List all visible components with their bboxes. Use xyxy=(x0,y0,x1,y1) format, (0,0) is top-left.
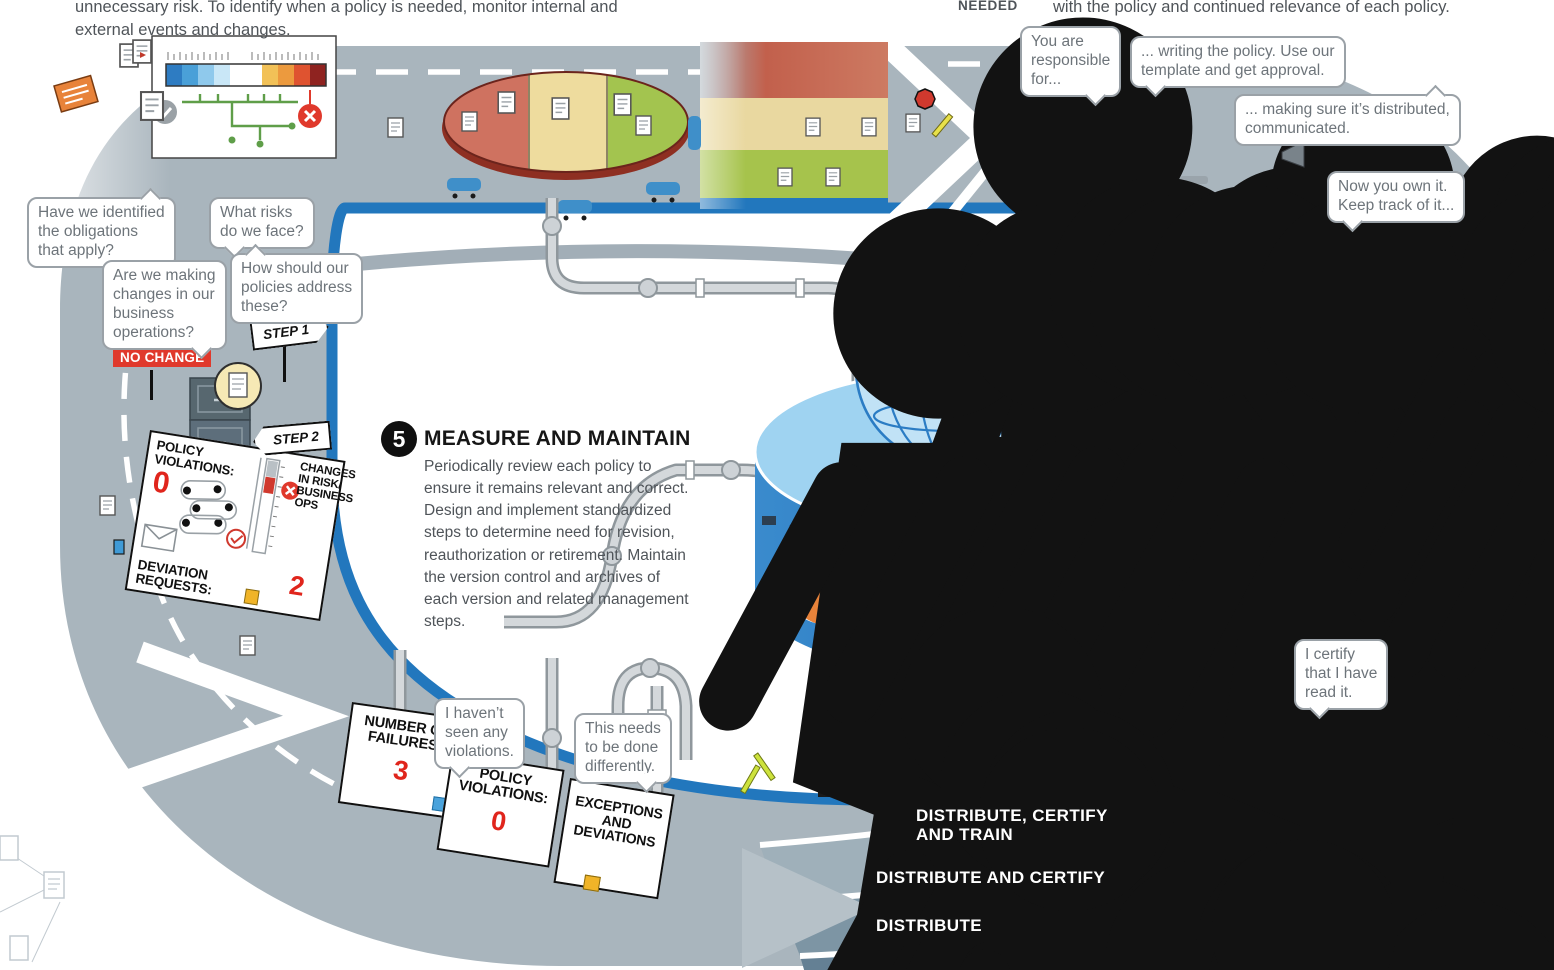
speech-bubble-distributed: ... making sure it’s distributed, commun… xyxy=(1234,94,1461,146)
speech-bubble-writing: ... writing the policy. Use our template… xyxy=(1130,36,1346,88)
speech-bubble-own-it: Now you own it. Keep track of it... xyxy=(1327,171,1466,223)
stop-sign-icon xyxy=(914,88,936,110)
changes-in-risk-label: CHANGES IN RISK/ BUSINESS OPS xyxy=(293,461,357,512)
heatmap-whiteboard xyxy=(139,35,337,159)
timeline-branch-icon xyxy=(182,94,298,140)
document-icon xyxy=(139,91,165,121)
intro-text-left: unnecessary risk. To identify when a pol… xyxy=(75,0,618,39)
intro-text-right: with the policy and continued relevance … xyxy=(1053,0,1450,16)
folder-icon xyxy=(53,74,99,113)
lane-label-distribute-certify-train: DISTRIBUTE, CERTIFY AND TRAIN xyxy=(916,806,1108,845)
no-change-sign: NO CHANGE xyxy=(113,348,212,367)
speech-bubble-differently: This needs to be done differently. xyxy=(574,713,672,784)
sticky-note-icon xyxy=(243,588,260,606)
step5-body: Periodically review each policy to ensur… xyxy=(424,458,689,631)
lane-label-distribute-certify: DISTRIBUTE AND CERTIFY xyxy=(876,868,1106,887)
phone-icon xyxy=(113,539,125,555)
board-icons xyxy=(140,457,300,606)
envelope-icon xyxy=(140,523,178,553)
step5-title: MEASURE AND MAINTAIN xyxy=(424,427,691,450)
gauge-icon xyxy=(251,457,300,555)
speech-bubble-address: How should our policies address these? xyxy=(230,253,364,324)
speech-bubble-changes: Are we making changes in our business op… xyxy=(102,260,227,350)
needed-label: NEEDED xyxy=(958,0,1018,13)
priority-band-zone xyxy=(700,42,888,209)
step5-number: 5 xyxy=(381,421,417,457)
speech-bubble-certify: I certify that I have read it. xyxy=(1294,639,1389,710)
sticky-note-icon xyxy=(582,874,601,892)
exceptions-label: EXCEPTIONS AND DEVIATIONS xyxy=(572,792,664,851)
chair xyxy=(447,116,701,213)
speech-bubble-risks: What risks do we face? xyxy=(209,197,315,249)
risk-scale-bar xyxy=(165,63,327,87)
speech-bubble-responsible: You are responsible for... xyxy=(1020,26,1122,97)
metrics-board: POLICY VIOLATIONS: 0 CHANGES IN RISK/ BU… xyxy=(124,430,356,621)
document-network xyxy=(0,835,65,963)
exceptions-board: EXCEPTIONS AND DEVIATIONS xyxy=(553,778,675,900)
speech-bubble-no-violations: I haven’t seen any violations. xyxy=(434,698,525,769)
speech-bubble-obligations: Have we identified the obligations that … xyxy=(27,197,176,268)
lane-label-distribute: DISTRIBUTE xyxy=(876,916,982,935)
